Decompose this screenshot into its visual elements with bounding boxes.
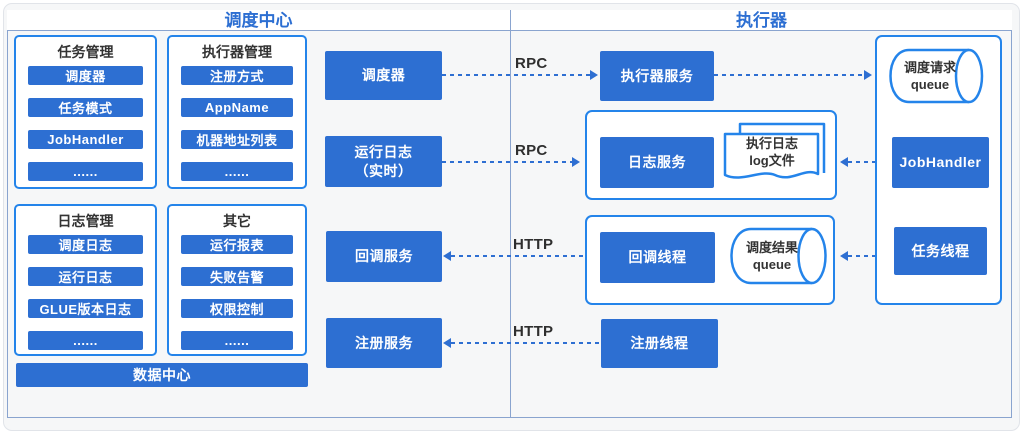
request-queue-cylinder-icon <box>889 48 984 104</box>
task-thread-box: 任务线程 <box>894 227 987 275</box>
protocol-label-rpc2: RPC <box>515 142 548 159</box>
section-divider <box>510 10 511 418</box>
arrowhead-right-icon <box>590 70 598 80</box>
request-queue-line1: 调度请求 <box>903 60 956 75</box>
connector-executor-to-queue <box>714 74 864 76</box>
executor-title: 执行器 <box>736 11 787 30</box>
run-log-box: 运行日志 （实时） <box>325 136 442 187</box>
protocol-label-http2: HTTP <box>513 323 554 340</box>
result-queue-line2: queue <box>752 257 792 272</box>
arrowhead-left-icon <box>840 157 848 167</box>
executor-management-group: 执行器管理 注册方式 AppName 机器地址列表 ...... <box>167 35 307 189</box>
group-item: AppName <box>181 98 293 117</box>
group-title: 其它 <box>223 213 251 229</box>
group-item: ...... <box>28 331 143 350</box>
callback-thread-box: 回调线程 <box>600 232 715 283</box>
result-queue-cylinder-icon <box>730 227 827 285</box>
request-queue-line2: queue <box>910 77 950 92</box>
group-item: 权限控制 <box>181 299 293 318</box>
task-management-group: 任务管理 调度器 任务模式 JobHandler ...... <box>14 35 157 189</box>
result-queue-line1: 调度结果 <box>745 240 798 255</box>
registry-thread-box: 注册线程 <box>601 319 718 368</box>
arrowhead-right-icon <box>572 157 580 167</box>
log-file-line1: 执行日志 <box>745 136 798 151</box>
run-log-line1: 运行日志 <box>354 143 413 160</box>
group-item: 调度器 <box>28 66 143 85</box>
run-log-line2: （实时） <box>354 162 413 179</box>
registry-service-box: 注册服务 <box>326 318 442 368</box>
request-queue-label: 调度请求 queue <box>894 56 966 96</box>
group-title: 任务管理 <box>57 44 114 60</box>
job-handler-box: JobHandler <box>892 137 989 188</box>
connector-taskthread-to-resultqueue <box>848 255 875 257</box>
protocol-label-rpc1: RPC <box>515 55 548 72</box>
group-title: 日志管理 <box>57 213 114 229</box>
connector-scheduler-to-executor <box>442 74 590 76</box>
executor-service-box: 执行器服务 <box>600 51 714 101</box>
group-item: GLUE版本日志 <box>28 299 143 318</box>
group-item: 任务模式 <box>28 98 143 117</box>
log-file-line2: log文件 <box>749 153 795 168</box>
group-item: 注册方式 <box>181 66 293 85</box>
result-queue-label: 调度结果 queue <box>736 236 808 276</box>
group-item: 运行报表 <box>181 235 293 254</box>
connector-runlog-to-logservice <box>442 161 572 163</box>
protocol-label-http1: HTTP <box>513 236 554 253</box>
arrowhead-left-icon <box>443 338 451 348</box>
group-item: 运行日志 <box>28 267 143 286</box>
arrowhead-right-icon <box>864 70 872 80</box>
arrowhead-left-icon <box>840 251 848 261</box>
group-item: 失败告警 <box>181 267 293 286</box>
group-item: 机器地址列表 <box>181 130 293 149</box>
connector-panel-to-logfile <box>848 161 875 163</box>
scheduler-box: 调度器 <box>325 51 442 100</box>
group-title: 执行器管理 <box>202 44 272 60</box>
header-band <box>7 10 1012 31</box>
other-group: 其它 运行报表 失败告警 权限控制 ...... <box>167 204 307 356</box>
group-item: 调度日志 <box>28 235 143 254</box>
log-service-box: 日志服务 <box>600 137 714 188</box>
group-item: JobHandler <box>28 130 143 149</box>
connector-callbackthread-to-callbackservice <box>451 255 585 257</box>
data-center-box: 数据中心 <box>16 363 308 387</box>
scheduling-center-title: 调度中心 <box>224 11 293 30</box>
log-management-group: 日志管理 调度日志 运行日志 GLUE版本日志 ...... <box>14 204 157 356</box>
group-item: ...... <box>181 331 293 350</box>
group-item: ...... <box>181 162 293 181</box>
log-file-icon <box>723 122 826 179</box>
callback-service-box: 回调服务 <box>326 231 442 282</box>
log-file-label: 执行日志 log文件 <box>728 132 816 172</box>
group-item: ...... <box>28 162 143 181</box>
arrowhead-left-icon <box>443 251 451 261</box>
connector-registrythread-to-registryservice <box>451 342 601 344</box>
